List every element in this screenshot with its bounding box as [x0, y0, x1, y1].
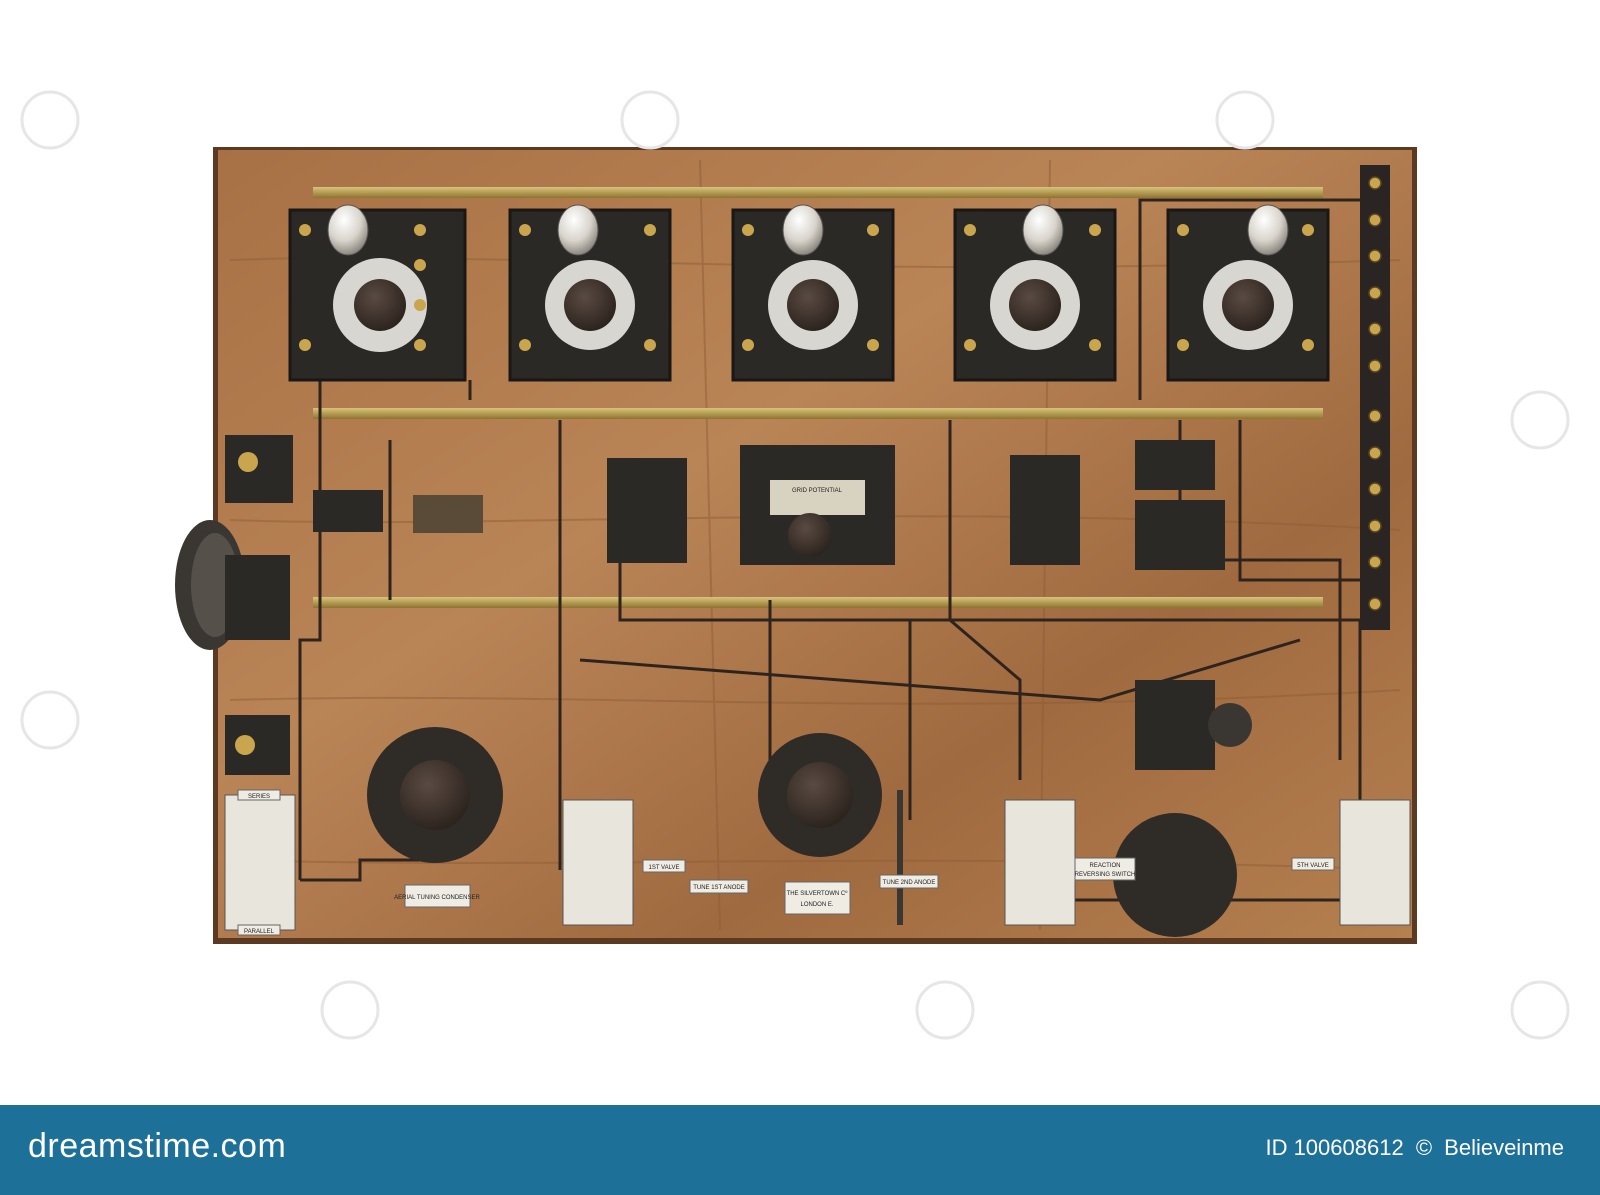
footer-bar: dreamstime.com ID 100608612 © Believeinm…	[0, 1105, 1600, 1195]
maker-plaque-2: LONDON E.	[800, 902, 833, 908]
plaques: AERIAL TUNING CONDENSER THE SILVERTOWN C…	[237, 789, 1335, 936]
reaction-plaque-1: REACTION	[1089, 863, 1120, 869]
radio-panel-photo: GRID POTENTIAL AERIAL TUNING CONDENSER T…	[20, 90, 1570, 1040]
brass-bus-bars	[313, 165, 1390, 630]
series-plaque: SERIES	[248, 794, 270, 800]
bottom-controls	[224, 680, 1411, 937]
tune-anode-plaque: TUNE 1ST ANODE	[693, 885, 745, 891]
fifth-valve-plaque: 5TH VALVE	[1297, 863, 1328, 869]
first-valve-plaque: 1ST VALVE	[648, 865, 679, 871]
aerial-plaque: AERIAL TUNING CONDENSER	[394, 895, 480, 901]
tune-anode2-plaque: TUNE 2ND ANODE	[883, 880, 936, 886]
author-name: Believeinme	[1444, 1135, 1564, 1160]
image-id: ID 100608612	[1265, 1135, 1404, 1160]
maker-plaque-1: THE SILVERTOWN Cº	[787, 890, 849, 897]
reaction-plaque-2: REVERSING SWITCH	[1075, 872, 1136, 878]
speaker-coil	[175, 520, 290, 650]
watermark-logos	[20, 90, 1570, 1040]
transformers-and-meter: GRID POTENTIAL	[225, 435, 1225, 570]
brand-name: dreamstime.com	[28, 1127, 287, 1165]
copyright-symbol: ©	[1415, 1135, 1433, 1160]
image-credit: ID 100608612 © Believeinme	[1259, 1135, 1564, 1161]
valve-units	[288, 204, 1330, 382]
parallel-plaque: PARALLEL	[244, 929, 275, 935]
terminal-strip	[1368, 176, 1382, 611]
potentiometer-label: GRID POTENTIAL	[792, 488, 843, 494]
